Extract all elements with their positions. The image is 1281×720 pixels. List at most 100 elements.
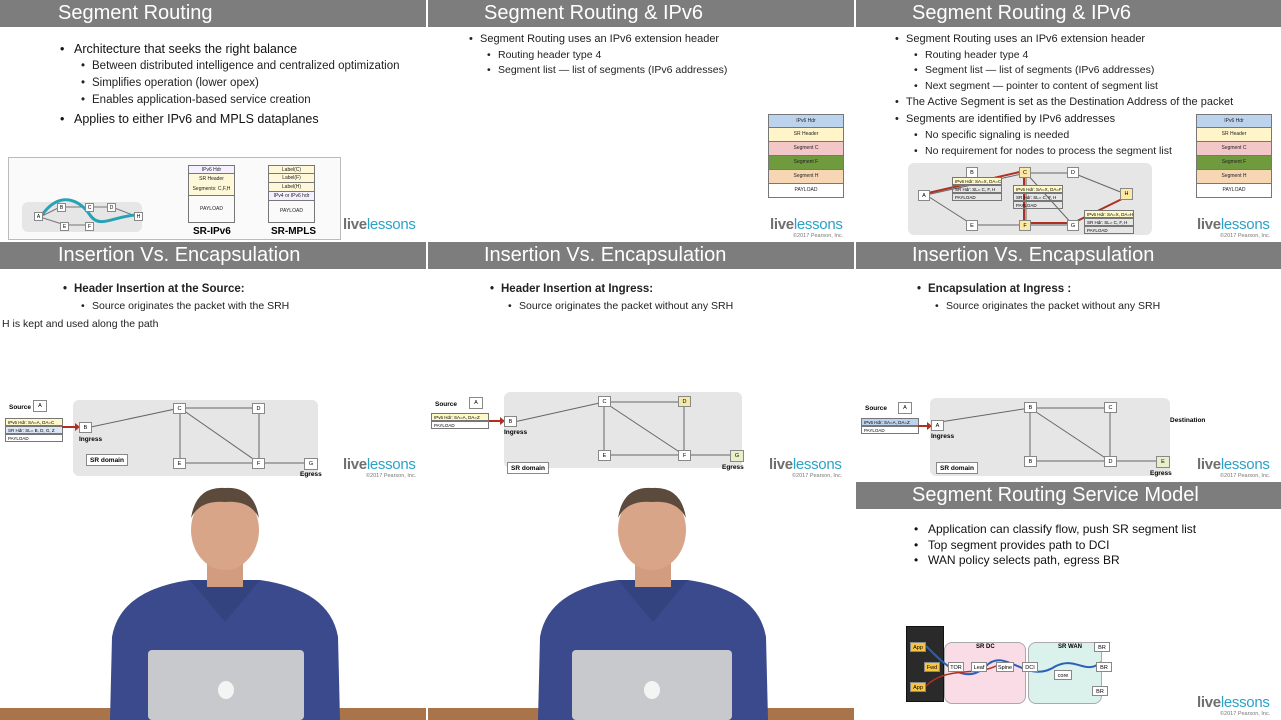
node-d: D xyxy=(107,203,116,212)
bullet: Encapsulation at Ingress : xyxy=(917,283,1071,295)
packet-stack: IPv6 Hdr SR Header Segment C Segment F S… xyxy=(768,114,844,198)
pkt-srh: SR Hdr: SL= C, F, H xyxy=(1084,218,1135,226)
br-node: BR xyxy=(1096,662,1112,672)
bullet: Header Insertion at Ingress: xyxy=(490,283,653,295)
node-c: C xyxy=(598,396,611,407)
slide-service-model: Segment Routing Service Model Applicatio… xyxy=(856,482,1281,720)
node-e: E xyxy=(966,220,978,231)
sr-domain-label: SR domain xyxy=(86,454,128,466)
slide-insertion-ingress: Insertion Vs. Encapsulation Header Inser… xyxy=(428,242,854,480)
pkt-payload: PAYLOAD xyxy=(1084,226,1135,234)
sr-ipv6-stack: IPv6 Hdr SR Header Segments: C,F,H PAYLO… xyxy=(188,165,235,223)
path-arrow xyxy=(489,417,505,425)
pkt-payload: PAYLOAD xyxy=(861,426,919,434)
stack-row: Label(F) xyxy=(268,174,315,183)
presenter-image xyxy=(428,487,854,720)
pkt-ipv6: IPv6 Hdr: SA=A, DA=Z xyxy=(861,418,919,426)
node-b-lower: B xyxy=(1024,456,1037,467)
node-d: D xyxy=(252,403,265,414)
packet: IPv6 Hdr: SA=A, DA=Z PAYLOAD xyxy=(861,418,919,434)
node-e: E xyxy=(173,458,186,469)
node-c: C xyxy=(85,203,94,212)
node-a: A xyxy=(918,190,930,201)
node-d: D xyxy=(1104,456,1117,467)
bullet: Segment Routing uses an IPv6 extension h… xyxy=(895,33,1145,45)
leaf-node: Leaf xyxy=(971,662,987,672)
packet-3: IPv6 Hdr: SA=X, DA=H SR Hdr: SL= C, F, H… xyxy=(1084,210,1135,234)
stack-row: Segment F xyxy=(1196,156,1272,170)
livelessons-logo: livelessons xyxy=(1197,456,1270,473)
app-node: App xyxy=(910,682,926,692)
sub-bullet: Segment list — list of segments (IPv6 ad… xyxy=(487,64,727,76)
bullet: Applies to either IPv6 and MPLS dataplan… xyxy=(60,112,319,126)
node-f: F xyxy=(1019,220,1031,231)
slide-title: Segment Routing & IPv6 xyxy=(484,2,704,24)
pkt-ipv6: IPv6 Hdr: SA=X, DA=H xyxy=(1084,210,1135,218)
presenter-video xyxy=(0,482,426,720)
slide-title: Segment Routing Service Model xyxy=(912,484,1199,506)
slide-sr-ipv6: Segment Routing & IPv6 Segment Routing u… xyxy=(428,0,854,240)
packet: IPv6 Hdr: SA=A, DA=Z PAYLOAD xyxy=(431,413,489,429)
packet-stack: IPv6 Hdr SR Header Segment C Segment F S… xyxy=(1196,114,1272,198)
copyright: ©2017 Pearson, Inc. xyxy=(1220,473,1271,479)
path-arrow xyxy=(918,422,932,430)
pkt-ipv6: IPv6 Hdr: SA=X, DA=C xyxy=(952,177,1003,185)
node-d: D xyxy=(678,396,691,407)
packet: IPv6 Hdr: SA=A, DA=C SR Hdr: SL= B, D, G… xyxy=(5,418,63,442)
slide-title: Segment Routing xyxy=(58,2,213,24)
source-label: Source xyxy=(9,404,32,411)
pkt-srh: SR Hdr: SL= C, F, H xyxy=(1013,193,1063,201)
copyright: ©2017 Pearson, Inc. xyxy=(792,473,843,479)
network-diagram xyxy=(939,407,1162,462)
node-a: A xyxy=(469,397,483,409)
ingress-label: Ingress xyxy=(79,436,103,443)
stack-row: Segment C xyxy=(768,142,844,156)
slide-insertion-source: Insertion Vs. Encapsulation Header Inser… xyxy=(0,242,426,480)
node-b: B xyxy=(57,203,66,212)
packet-1: IPv6 Hdr: SA=X, DA=C SR Hdr: SL= C, F, H… xyxy=(952,177,1003,201)
egress-label: Egress xyxy=(1150,470,1172,477)
egress-label: Egress xyxy=(300,471,322,478)
pkt-payload: PAYLOAD xyxy=(5,434,63,442)
sub-bullet: No specific signaling is needed xyxy=(914,129,1069,141)
sub-bullet: Source originates the packet with the SR… xyxy=(81,300,289,312)
spine-node: Spine xyxy=(996,662,1014,672)
livelessons-logo: livelessons xyxy=(343,216,416,233)
stack-row: Label(H) xyxy=(268,183,315,192)
node-c: C xyxy=(1104,402,1117,413)
node-e: E xyxy=(60,222,69,231)
stack-row: Segment F xyxy=(768,156,844,170)
stack-row: Segment C xyxy=(1196,142,1272,156)
pkt-payload: PAYLOAD xyxy=(1013,201,1063,209)
sr-mpls-stack: Label(C) Label(F) Label(H) IPv4 or IPv6 … xyxy=(268,165,315,223)
bullet: Segments are identified by IPv6 addresse… xyxy=(895,113,1115,125)
source-label: Source xyxy=(865,405,888,412)
stack-row: IPv6 Hdr xyxy=(188,165,235,174)
tor-node: TOR xyxy=(948,662,964,672)
sub-bullet: Next segment — pointer to content of seg… xyxy=(914,80,1158,92)
bullet: Segment Routing uses an IPv6 extension h… xyxy=(469,33,719,45)
bullet: WAN policy selects path, egress BR xyxy=(914,553,1120,567)
sr-domain-label: SR domain xyxy=(936,462,978,474)
node-c: C xyxy=(173,403,186,414)
source-label: Source xyxy=(435,401,458,408)
network-diagram xyxy=(90,407,311,464)
sub-bullet: Source originates the packet without any… xyxy=(508,300,733,312)
slide-segment-routing: Segment Routing Architecture that seeks … xyxy=(0,0,426,240)
stack-row: IPv6 Hdr xyxy=(768,114,844,128)
livelessons-logo: livelessons xyxy=(1197,216,1270,233)
livelessons-logo: livelessons xyxy=(770,216,843,233)
presenter-video xyxy=(428,482,854,720)
node-b: B xyxy=(504,416,517,427)
pkt-payload: PAYLOAD xyxy=(431,421,489,429)
node-g: G xyxy=(1067,220,1079,231)
sub-bullet: Source originates the packet without any… xyxy=(935,300,1160,312)
slide-sr-ipv6-detail: Segment Routing & IPv6 Segment Routing u… xyxy=(856,0,1281,240)
network-diagram xyxy=(513,401,736,456)
sr-ipv6-label: SR-IPv6 xyxy=(193,226,231,237)
livelessons-logo: livelessons xyxy=(343,456,416,473)
stack-row: PAYLOAD xyxy=(188,196,235,223)
pkt-srh: SR Hdr: SL= B, D, G, Z xyxy=(5,426,63,434)
bullet: The Active Segment is set as the Destina… xyxy=(895,96,1233,108)
presenter-image xyxy=(0,487,426,720)
